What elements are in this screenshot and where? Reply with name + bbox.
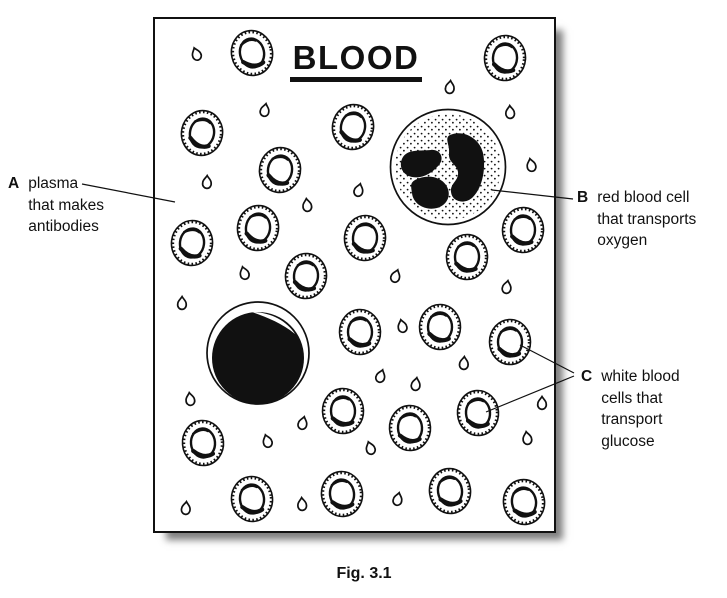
pointer-line: [485, 375, 575, 413]
platelet: [397, 318, 408, 334]
red-blood-cell: [456, 389, 500, 437]
label-line: that makes: [28, 196, 105, 214]
label-plasma-letter: A: [8, 175, 20, 192]
label-line: white blood: [601, 368, 680, 385]
label-line: cells that: [601, 389, 663, 407]
platelet: [201, 173, 212, 190]
platelet: [191, 46, 203, 62]
red-blood-cell: [445, 233, 489, 281]
platelet: [505, 103, 516, 120]
figure-caption: Fig. 3.1: [336, 565, 392, 582]
white-blood-cell-lobed: [389, 108, 507, 226]
platelet: [458, 354, 469, 371]
red-blood-cell: [418, 303, 462, 351]
red-blood-cell: [236, 204, 280, 252]
red-blood-cell: [320, 470, 364, 518]
red-blood-cell: [502, 478, 546, 526]
label-line: that transports: [597, 210, 697, 228]
label-line: red blood cell: [597, 189, 690, 206]
label-red-blood-cell-text: red blood cell that transports oxygen: [597, 187, 696, 252]
label-line: transport: [601, 411, 663, 428]
red-blood-cell: [388, 404, 432, 452]
pointer-line: [81, 183, 176, 203]
red-blood-cell: [483, 34, 527, 82]
platelet: [262, 433, 273, 449]
label-red-blood-cell-letter: B: [577, 189, 589, 206]
red-blood-cell: [170, 219, 214, 267]
red-blood-cell: [321, 387, 365, 435]
red-blood-cell: [230, 475, 274, 523]
red-blood-cell: [338, 308, 382, 356]
red-blood-cell: [501, 206, 545, 254]
platelet: [392, 491, 403, 507]
platelet: [526, 157, 537, 173]
platelet: [180, 499, 191, 516]
red-blood-cell: [181, 419, 225, 467]
platelet: [375, 368, 386, 384]
platelet: [501, 278, 512, 295]
label-line: antibodies: [28, 218, 99, 235]
label-white-blood-cells-text: white blood cells that transport glucose: [601, 366, 679, 452]
red-blood-cell: [258, 146, 302, 194]
platelet: [410, 375, 421, 392]
label-line: glucose: [601, 432, 655, 450]
red-blood-cell: [428, 467, 472, 515]
platelet: [444, 78, 455, 95]
platelet: [365, 440, 376, 456]
red-blood-cell: [343, 214, 387, 262]
label-plasma: A plasma that makes antibodies: [8, 173, 104, 238]
red-blood-cell: [331, 103, 375, 151]
platelet: [302, 196, 313, 213]
pointer-line: [519, 344, 575, 374]
platelet: [259, 102, 270, 118]
label-white-blood-cells: C white blood cells that transport gluco…: [581, 366, 680, 452]
red-blood-cell: [488, 318, 532, 366]
platelet: [536, 394, 548, 411]
diagram-title-text: BLOOD: [289, 40, 423, 82]
red-blood-cell: [230, 29, 274, 77]
red-blood-cell: [180, 109, 224, 157]
white-blood-cell-dark: [206, 301, 310, 405]
label-line: oxygen: [597, 232, 648, 249]
platelet: [389, 268, 401, 284]
platelet: [297, 415, 308, 431]
platelet: [239, 265, 250, 281]
platelet: [185, 390, 196, 407]
label-white-blood-cells-letter: C: [581, 368, 593, 385]
platelet: [353, 182, 364, 198]
label-line: plasma: [28, 175, 79, 192]
red-blood-cell: [284, 252, 328, 300]
platelet: [522, 429, 533, 446]
diagram-title: BLOOD: [283, 40, 429, 82]
label-red-blood-cell: B red blood cell that transports oxygen: [577, 187, 696, 252]
platelet: [176, 294, 188, 311]
label-plasma-text: plasma that makes antibodies: [28, 173, 104, 238]
platelet: [297, 495, 308, 512]
pointer-line: [491, 189, 574, 200]
